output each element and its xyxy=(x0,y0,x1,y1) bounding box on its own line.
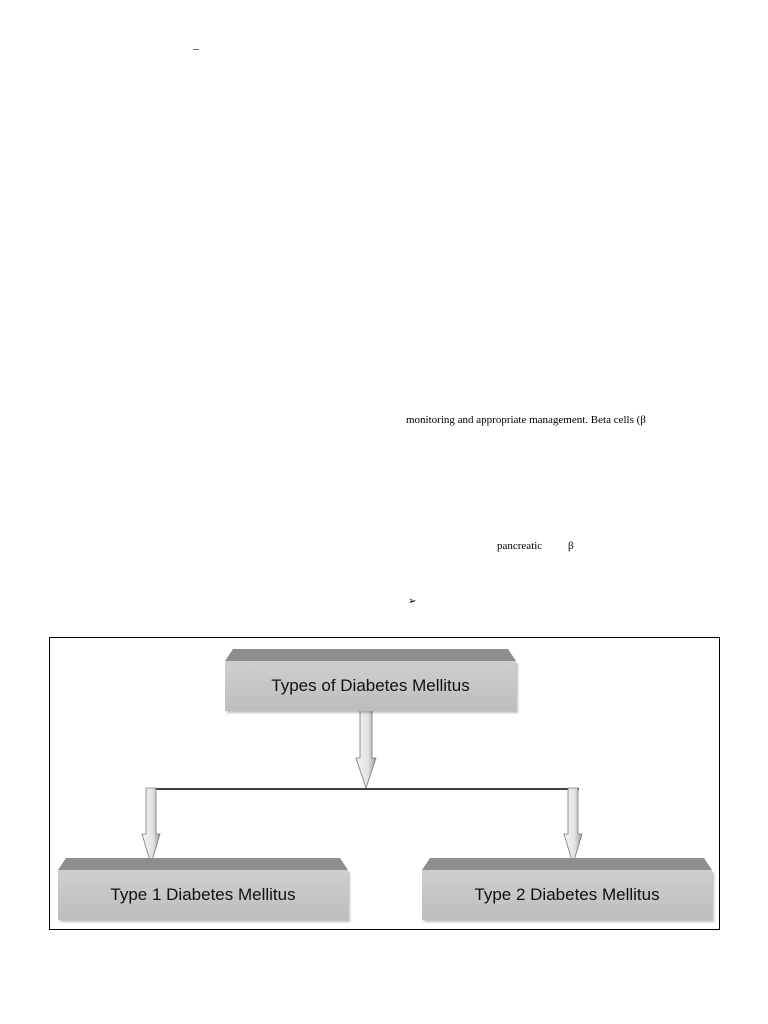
text-fragment-beta: β xyxy=(568,540,574,552)
text-fragment-dash: – xyxy=(193,41,199,55)
box-type-2-diabetes: Type 2 Diabetes Mellitus xyxy=(422,870,712,920)
box-types-of-diabetes: Types of Diabetes Mellitus xyxy=(225,661,516,711)
arrow-down-right-icon xyxy=(563,787,583,866)
box-type-1-diabetes: Type 1 Diabetes Mellitus xyxy=(58,870,348,920)
diabetes-types-diagram: Types of Diabetes Mellitus Type 1 Diabet… xyxy=(49,637,720,930)
diagram-connectors xyxy=(141,709,583,866)
arrow-down-left-icon xyxy=(141,787,161,866)
text-fragment-pancreatic: pancreatic xyxy=(497,540,543,552)
text-fragment-monitoring: monitoring and appropriate management. B… xyxy=(406,414,646,426)
bullet-arrow-icon: ➢ xyxy=(408,596,417,607)
arrow-down-center-icon xyxy=(355,709,377,790)
